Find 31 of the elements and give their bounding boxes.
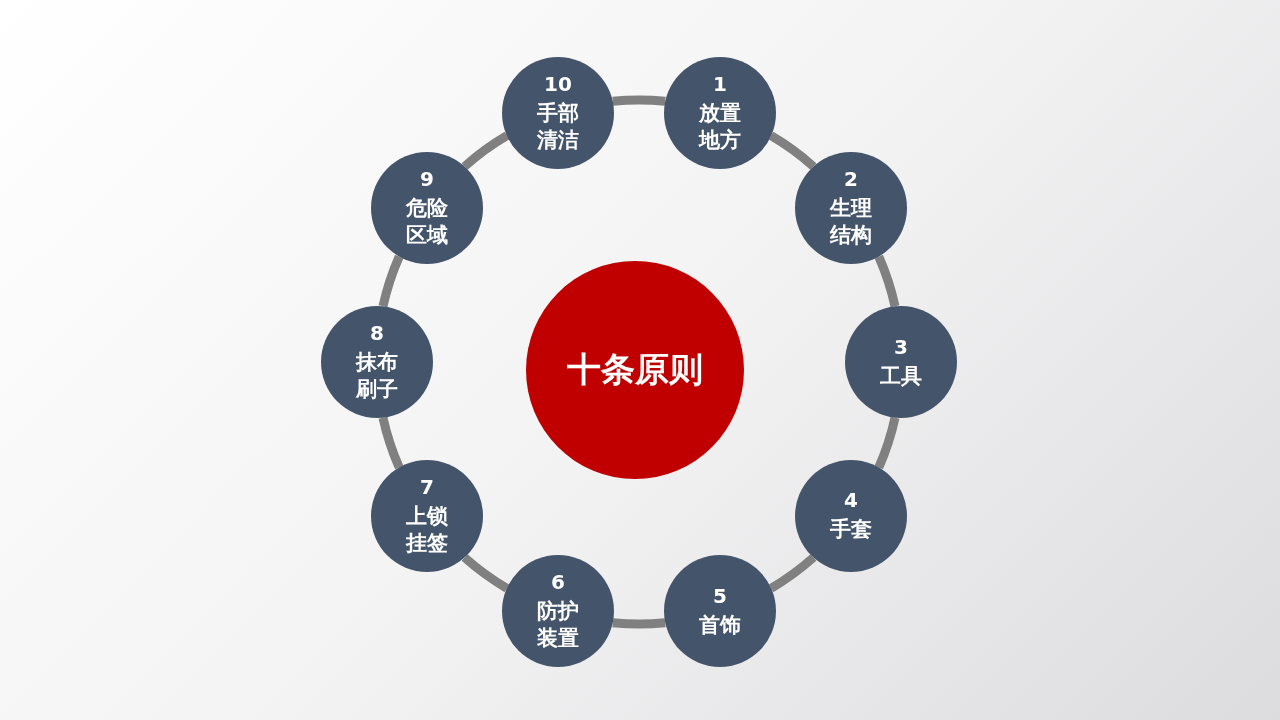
step-number: 2	[844, 167, 858, 191]
ring-segment	[461, 554, 510, 593]
step-number: 1	[713, 71, 727, 96]
step-number: 7	[420, 475, 434, 499]
ring-segment	[612, 95, 666, 106]
step-label: 工具	[879, 362, 923, 390]
step-label: 生理结构	[828, 195, 873, 249]
step-number: 6	[551, 570, 565, 595]
step-label: 手套	[828, 516, 873, 544]
step-label: 抹布刷子	[354, 349, 399, 403]
step-number: 10	[544, 71, 572, 96]
ring-segment	[612, 618, 666, 629]
step-label: 上锁挂签	[404, 503, 450, 557]
ring-segment	[874, 254, 900, 308]
ring-segment	[461, 131, 510, 170]
step-number: 4	[844, 488, 858, 513]
ring-segment	[874, 416, 900, 470]
ring-segment	[378, 416, 404, 470]
step-number: 5	[713, 583, 727, 608]
step-label: 手部清洁	[536, 99, 581, 154]
step-number: 3	[894, 334, 908, 359]
center-title: 十条原则	[567, 348, 703, 391]
ring-segment	[378, 254, 404, 308]
step-label: 危险区域	[405, 195, 450, 249]
step-label: 防护装置	[536, 598, 581, 653]
step-number: 9	[420, 167, 434, 191]
step-label: 放置地方	[697, 99, 742, 154]
ring-segment	[768, 554, 817, 593]
step-label: 首饰	[697, 611, 742, 639]
ring-segment	[768, 131, 817, 170]
step-number: 8	[370, 321, 384, 345]
